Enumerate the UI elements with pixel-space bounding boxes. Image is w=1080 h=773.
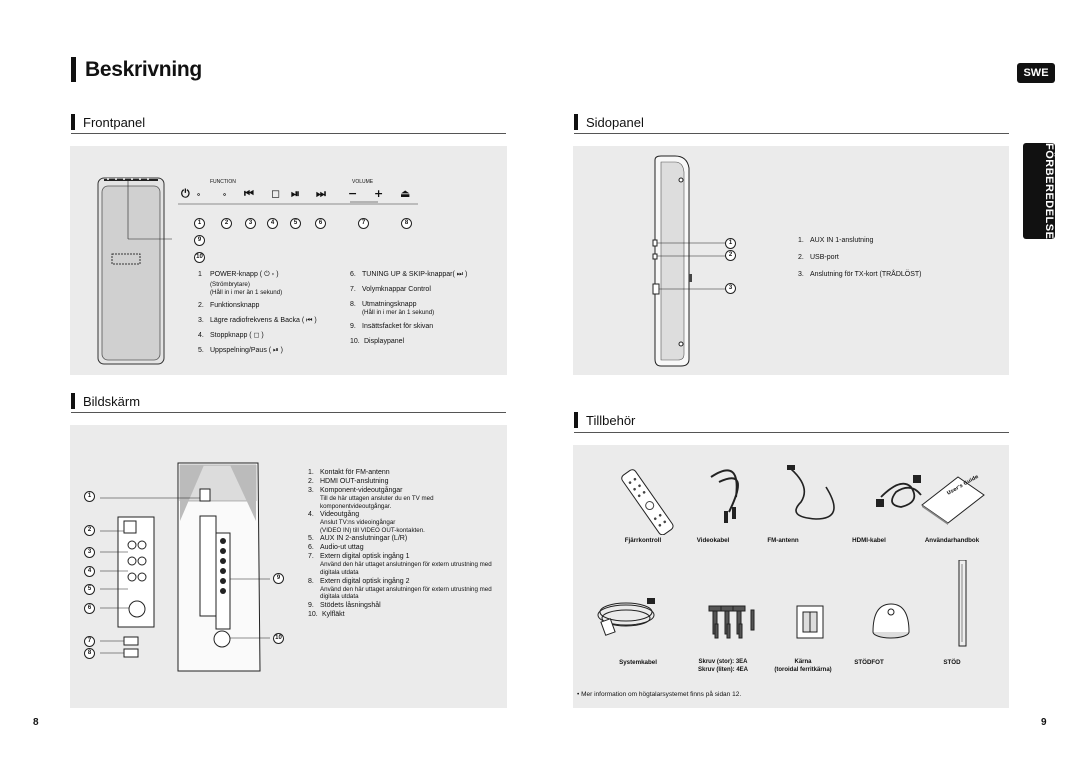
divider [574, 432, 1009, 433]
callout-10: 10 [273, 633, 284, 644]
ferrite-core-icon [796, 605, 824, 639]
volume-label: VOLUME [352, 179, 374, 185]
callout-4: 4 [267, 218, 278, 229]
callout-2: 2 [725, 250, 736, 261]
label-stod: STÖD [943, 659, 961, 666]
divider [71, 412, 506, 413]
callout-6: 6 [84, 603, 95, 614]
speaker-side-illustration [652, 155, 727, 367]
tillbehor-heading: Tillbehör [586, 413, 636, 428]
remote-control-icon [621, 469, 674, 535]
callout-8: 8 [84, 648, 95, 659]
bildskarm-heading: Bildskärm [83, 394, 141, 409]
callout-7: 7 [358, 218, 369, 229]
speaker-front-illustration [97, 177, 172, 365]
tillbehor-figure: User's Guide Fjärrkontroll Videokabel FM… [573, 445, 1009, 708]
svg-text:−: − [348, 187, 357, 200]
svg-text:⏭: ⏭ [316, 187, 326, 200]
callout-2: 2 [84, 525, 95, 536]
frontpanel-list-right: 6.TUNING UP & SKIP-knappar( ⏭ ) 7.Volymk… [350, 271, 468, 345]
accessories-row2 [597, 560, 967, 647]
section-bar [574, 114, 578, 130]
divider [71, 133, 506, 134]
page-title: Beskrivning [85, 58, 202, 81]
callout-4: 4 [84, 566, 95, 577]
tillbehor-note: • Mer information om högtalarsystemet fi… [577, 691, 742, 698]
svg-text:⏮: ⏮ [244, 187, 254, 200]
svg-text:+: + [374, 187, 383, 200]
section-bar [71, 393, 75, 409]
callout-5: 5 [290, 218, 301, 229]
sidopanel-figure: 1 2 3 1.AUX IN 1-anslutning 2.USB-port 3… [573, 146, 1009, 375]
svg-text:◻: ◻ [271, 187, 280, 200]
label-karna: Kärna(toroidal ferritkärna) [774, 659, 832, 673]
svg-text:∘: ∘ [196, 190, 201, 199]
svg-text:⏏: ⏏ [400, 187, 410, 200]
label-videokabel: Videokabel [696, 537, 730, 544]
callout-3: 3 [245, 218, 256, 229]
bildskarm-list: 1.Kontakt för FM-antenn 2.HDMI OUT-anslu… [308, 469, 492, 618]
label-anvandarhandbok: Användarhandbok [924, 537, 980, 544]
system-cable-icon [597, 598, 655, 636]
callout-6: 6 [315, 218, 326, 229]
label-hdmi-kabel: HDMI-kabel [852, 537, 886, 544]
callout-3: 3 [84, 547, 95, 558]
title-bar [71, 57, 76, 82]
callout-2: 2 [221, 218, 232, 229]
section-side-tab: FÖRBEREDELSE [1023, 143, 1055, 239]
stand-icon [958, 560, 967, 647]
label-stodfot: STÖDFOT [854, 659, 884, 666]
sidopanel-heading: Sidopanel [586, 115, 644, 130]
stand-foot-icon [872, 603, 910, 639]
callout-1: 1 [194, 218, 205, 229]
callout-1: 1 [84, 491, 95, 502]
control-strip: ⏻ ∘ ∘ ⏮ ◻ ⏯ ⏭ − + ⏏ [178, 187, 418, 205]
callout-8: 8 [401, 218, 412, 229]
frontpanel-figure: FUNCTION VOLUME ⏻ ∘ ∘ ⏮ ◻ ⏯ ⏭ − + ⏏ 1 2 3… [70, 146, 507, 375]
page-number-right: 9 [1041, 717, 1047, 728]
function-label: FUNCTION [210, 179, 236, 185]
label-fjarrkontroll: Fjärrkontroll [624, 537, 662, 544]
svg-text:⏻: ⏻ [181, 187, 190, 200]
sidopanel-list: 1.AUX IN 1-anslutning 2.USB-port 3.Anslu… [798, 237, 922, 278]
svg-text:∘: ∘ [222, 190, 227, 199]
section-bar [574, 412, 578, 428]
callout-9: 9 [273, 573, 284, 584]
callout-1: 1 [725, 238, 736, 249]
label-systemkabel: Systemkabel [619, 659, 657, 666]
callout-7: 7 [84, 636, 95, 647]
callout-9: 9 [194, 235, 205, 246]
section-bar [71, 114, 75, 130]
bildskarm-figure: 1 2 3 4 5 6 7 8 9 10 1.Kontakt för FM-an… [70, 425, 507, 708]
callout-5: 5 [84, 584, 95, 595]
accessories-row1 [621, 465, 922, 535]
user-manual-illustration: User's Guide [921, 475, 985, 525]
callout-3: 3 [725, 283, 736, 294]
label-fm-antenn: FM-antenn [767, 537, 799, 544]
rear-panel-illustration [100, 462, 270, 672]
callout-10: 10 [194, 252, 205, 263]
language-badge: SWE [1017, 63, 1055, 83]
screws-icon [708, 605, 755, 639]
divider [574, 133, 1009, 134]
page-number-left: 8 [33, 717, 39, 728]
frontpanel-heading: Frontpanel [83, 115, 146, 130]
svg-text:⏯: ⏯ [291, 187, 300, 200]
